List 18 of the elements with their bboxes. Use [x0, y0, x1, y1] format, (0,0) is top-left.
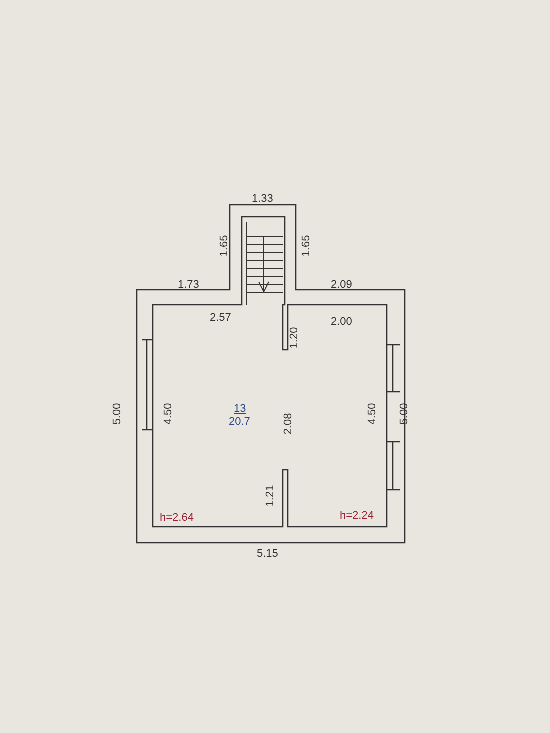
ceiling-height: h=2.24 [340, 510, 374, 522]
ceiling-height: h=2.64 [160, 512, 194, 524]
dimension-text: 5.15 [257, 548, 278, 560]
dimension-text: 1.33 [252, 193, 274, 205]
dimension-text: 1.65 [300, 235, 313, 257]
dimension-text: 2.00 [331, 316, 352, 328]
dimension-text: 1.20 [288, 327, 301, 349]
room-number: 13 [234, 403, 246, 415]
room-area: 20.7 [229, 416, 250, 428]
dimension-text: 2.09 [331, 279, 352, 291]
dimension-text: 5.00 [112, 403, 124, 425]
dimension-text: 1.73 [178, 279, 200, 291]
dimension-text: 4.50 [162, 403, 175, 425]
dimension-text: 1.21 [264, 485, 277, 507]
dimension-text: 1.65 [218, 235, 231, 257]
dimension-text: 4.50 [366, 403, 379, 425]
dimension-text: 2.08 [282, 413, 295, 435]
dimension-text: 2.57 [210, 312, 232, 324]
